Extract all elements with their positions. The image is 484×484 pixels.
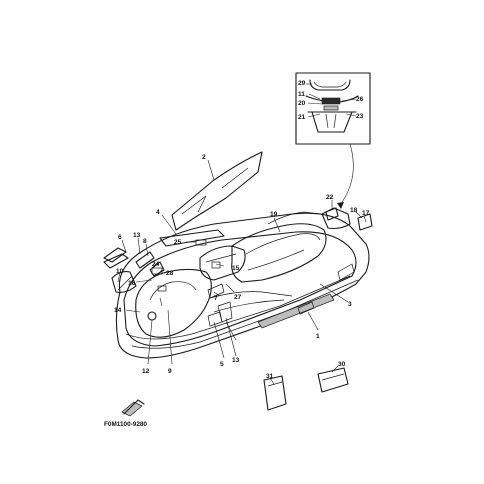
label-11: 11 [298, 91, 305, 98]
label-16: 16 [128, 280, 136, 287]
loose-parts-bottom [263, 367, 349, 411]
orientation-symbol: F0M1100-9280 [104, 399, 147, 428]
label-30: 30 [338, 361, 346, 368]
label-6: 6 [118, 234, 122, 241]
label-15: 15 [232, 265, 240, 272]
label-5: 5 [220, 361, 224, 368]
loose-parts-left [103, 207, 373, 293]
label-4: 4 [156, 209, 160, 216]
label-17: 17 [362, 210, 370, 217]
label-13-right: 13 [232, 357, 240, 364]
label-19: 19 [270, 211, 278, 218]
label-22: 22 [326, 194, 334, 201]
label-31: 31 [266, 373, 274, 380]
decal-2: 2 [171, 151, 263, 231]
label-23: 23 [356, 113, 364, 120]
label-13-left: 13 [133, 232, 141, 239]
label-8: 8 [143, 238, 147, 245]
leader-lines [117, 200, 367, 385]
label-26: 26 [356, 96, 364, 103]
label-25: 25 [174, 239, 182, 246]
label-27: 27 [234, 294, 242, 301]
label-10: 10 [116, 268, 124, 275]
label-12: 12 [142, 368, 150, 375]
label-14: 14 [114, 307, 122, 314]
label-24: 24 [152, 261, 160, 268]
label-2: 2 [202, 154, 206, 161]
label-18: 18 [350, 207, 358, 214]
label-9: 9 [168, 368, 172, 375]
label-29: 29 [298, 80, 306, 87]
label-3: 3 [348, 301, 352, 308]
inset-arrow-icon [337, 202, 344, 209]
label-7: 7 [214, 295, 218, 302]
inset-pointer-line [339, 143, 354, 206]
label-28: 28 [166, 270, 174, 277]
rear-detail-inset: 29 11 20 21 26 23 [295, 72, 371, 145]
label-20: 20 [298, 100, 306, 107]
watercraft-hull [115, 207, 370, 359]
figure-code: F0M1100-9280 [104, 421, 147, 428]
part-labels: 6 13 8 10 24 28 16 14 12 9 25 15 7 27 5 … [114, 194, 370, 380]
decal-4: 4 [156, 209, 225, 247]
label-1: 1 [316, 333, 320, 340]
label-21: 21 [298, 114, 306, 121]
